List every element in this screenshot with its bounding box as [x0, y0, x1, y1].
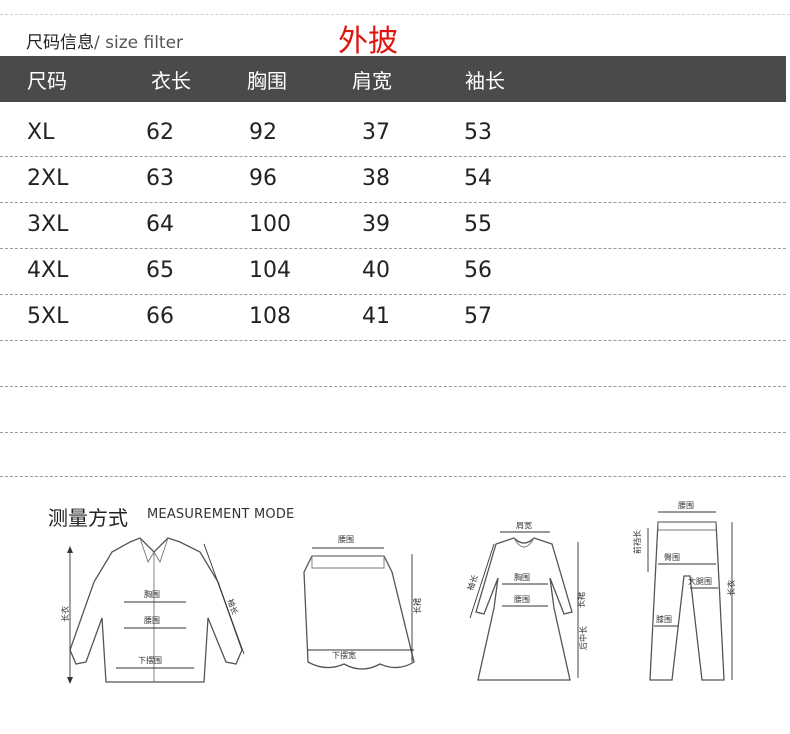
table-divider	[0, 432, 786, 433]
table-cell: 55	[464, 212, 492, 237]
table-cell: 63	[146, 166, 174, 191]
column-header-length: 衣长	[151, 69, 191, 93]
table-cell: 53	[464, 120, 492, 145]
table-cell: 4XL	[27, 258, 69, 283]
shirt-hem-label: 下摆围	[138, 655, 162, 665]
table-cell: XL	[27, 120, 55, 145]
pants-waist-label: 腰围	[678, 501, 694, 510]
pants-rise-label: 前裆长	[632, 530, 642, 554]
dress-length-label: 长裙	[576, 592, 586, 608]
table-cell: 92	[249, 120, 277, 145]
pants-knee-label: 膝围	[656, 614, 672, 624]
table-cell: 38	[362, 166, 390, 191]
pants-thigh-label: 大腿围	[688, 576, 712, 586]
dress-neckline	[513, 537, 535, 548]
pants-outline	[649, 521, 725, 681]
pants-waistband	[657, 521, 717, 531]
table-cell: 108	[249, 304, 291, 329]
skirt-waist-label: 腰围	[338, 535, 354, 544]
table-row: 5XL 66 108 41 57	[0, 294, 786, 341]
product-type-label: 外披	[338, 24, 398, 59]
shirt-outline	[69, 537, 243, 683]
table-row: 4XL 65 104 40 56	[0, 248, 786, 295]
arrow-down-icon	[67, 677, 73, 684]
column-header-shoulder: 肩宽	[352, 69, 392, 93]
table-cell: 5XL	[27, 304, 69, 329]
page-title: 尺码信息/ size filter	[26, 28, 183, 53]
skirt-measurement-diagram: 腰围 长裙 下摆宽	[303, 535, 422, 670]
arrow-up-icon	[67, 546, 73, 553]
pants-measurement-diagram: 腰围 前裆长 臀围 大腿围 膝围 长衣	[632, 501, 736, 681]
table-cell: 39	[362, 212, 390, 237]
dress-measurement-diagram: 肩宽 袖长 胸围 腰围 长裙 后中长	[465, 522, 588, 681]
table-row: 3XL 64 100 39 55	[0, 202, 786, 249]
table-cell: 2XL	[27, 166, 69, 191]
skirt-hem-label: 下摆宽	[332, 650, 356, 660]
title-text: 尺码信息	[26, 33, 94, 53]
shirt-waist-label: 腰围	[144, 616, 160, 625]
table-cell: 100	[249, 212, 291, 237]
column-header-chest: 胸围	[247, 69, 287, 93]
skirt-outline	[303, 555, 415, 670]
table-row: XL 62 92 37 53	[0, 110, 786, 157]
table-row: 2XL 63 96 38 54	[0, 156, 786, 203]
table-divider	[0, 476, 786, 477]
table-cell: 104	[249, 258, 291, 283]
dress-waist-label: 腰围	[514, 595, 530, 604]
skirt-length-label: 长裙	[412, 598, 422, 614]
shirt-chest-label: 胸围	[144, 589, 160, 599]
table-cell: 96	[249, 166, 277, 191]
table-cell: 65	[146, 258, 174, 283]
sleeve-measure-line	[203, 543, 245, 655]
dress-back-length-label: 后中长	[578, 626, 588, 650]
table-cell: 62	[146, 120, 174, 145]
measurement-title: 测量方式	[48, 506, 128, 530]
table-cell: 40	[362, 258, 390, 283]
top-divider	[0, 14, 790, 15]
shirt-collar	[139, 537, 169, 564]
table-cell: 3XL	[27, 212, 69, 237]
dress-shoulder-label: 肩宽	[516, 522, 532, 530]
size-table-header: 尺码 衣长 胸围 肩宽 袖长	[0, 56, 786, 102]
pants-hip-label: 臀围	[664, 553, 680, 562]
table-cell: 41	[362, 304, 390, 329]
measurement-subtitle: MEASUREMENT MODE	[147, 507, 295, 522]
shirt-length-label: 长衣	[60, 606, 70, 622]
table-cell: 64	[146, 212, 174, 237]
table-cell: 37	[362, 120, 390, 145]
column-header-sleeve: 袖长	[465, 69, 505, 93]
title-subtitle: / size filter	[94, 33, 184, 53]
column-header-size: 尺码	[27, 69, 67, 93]
skirt-waistband	[311, 555, 385, 569]
sleeve-measure-line	[469, 543, 495, 619]
table-cell: 57	[464, 304, 492, 329]
shirt-measurement-diagram: 长衣 胸围 腰围 下摆围 袖长	[60, 537, 245, 684]
dress-sleeve-label: 袖长	[465, 573, 480, 591]
table-divider	[0, 386, 786, 387]
page-header: 尺码信息/ size filter 外披	[0, 0, 790, 59]
pants-length-label: 长衣	[726, 580, 736, 596]
table-cell: 66	[146, 304, 174, 329]
table-cell: 54	[464, 166, 492, 191]
dress-chest-label: 胸围	[514, 572, 530, 582]
table-cell: 56	[464, 258, 492, 283]
dress-outline	[475, 537, 573, 681]
